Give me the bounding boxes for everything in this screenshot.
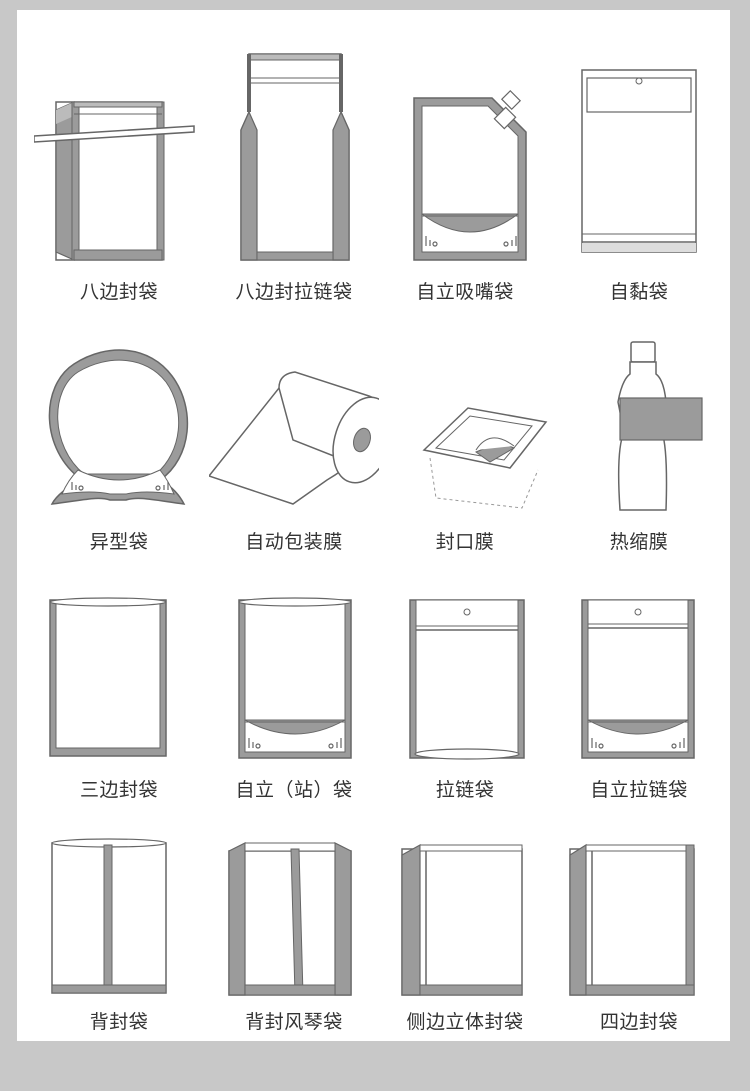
label-three-side-seal: 三边封袋: [79, 779, 158, 801]
label-zipper: 拉链袋: [435, 779, 495, 801]
item-three-side-seal: 三边封袋: [34, 548, 204, 801]
stand-up-spout-bag-icon: [413, 89, 527, 261]
label-stand-up: 自立（站）袋: [235, 779, 353, 801]
item-shaped: 异型袋: [34, 300, 204, 553]
eight-side-seal-bag-icon: [34, 101, 195, 261]
four-side-seal-bag-icon: [569, 843, 695, 996]
three-side-seal-bag-icon: [49, 597, 167, 757]
tray-seal-film-icon: [422, 407, 548, 509]
back-seal-gusset-bag-icon: [228, 842, 352, 996]
label-eight-side-seal: 八边封袋: [79, 281, 158, 303]
label-auto-pack-film: 自动包装膜: [245, 531, 343, 553]
item-stand-up-zipper: 自立拉链袋: [554, 548, 724, 801]
label-shaped: 异型袋: [89, 531, 149, 553]
item-back-seal-gusset: 背封风琴袋: [209, 785, 379, 1035]
zipper-bag-icon: [409, 599, 525, 760]
back-seal-bag-icon: [51, 838, 167, 994]
label-side-gusset: 侧边立体封袋: [406, 1011, 524, 1033]
label-back-seal-gusset: 背封风琴袋: [245, 1011, 343, 1033]
item-eight-side-zipper: 八边封拉链袋: [209, 50, 379, 303]
eight-side-zipper-bag-icon: [240, 53, 350, 261]
label-stand-up-spout: 自立吸嘴袋: [416, 281, 514, 303]
bottle-shrink-label-icon: [617, 341, 703, 511]
item-four-side-seal: 四边封袋: [554, 785, 724, 1035]
bag-catalog-panel: 八边封袋 八边封拉链袋 自立吸嘴袋: [17, 10, 730, 1041]
item-side-gusset: 侧边立体封袋: [380, 785, 550, 1035]
item-seal-film: 封口膜: [380, 300, 550, 553]
item-stand-up-spout: 自立吸嘴袋: [380, 50, 550, 303]
item-auto-pack-film: 自动包装膜: [209, 300, 379, 553]
stand-up-zipper-bag-icon: [581, 599, 695, 759]
label-back-seal: 背封袋: [89, 1011, 149, 1033]
side-gusset-bag-icon: [401, 843, 523, 996]
item-shrink-film: 热缩膜: [554, 300, 724, 553]
item-stand-up: 自立（站）袋: [209, 548, 379, 801]
item-zipper: 拉链袋: [380, 548, 550, 801]
stand-up-bag-icon: [238, 597, 352, 759]
film-roll-icon: [209, 371, 379, 505]
label-self-adhesive: 自黏袋: [609, 281, 669, 303]
self-adhesive-bag-icon: [581, 69, 697, 253]
item-eight-side-seal: 八边封袋: [34, 50, 204, 303]
shaped-bag-icon: [48, 349, 189, 505]
label-four-side-seal: 四边封袋: [599, 1011, 678, 1033]
label-shrink-film: 热缩膜: [609, 531, 669, 553]
label-stand-up-zipper: 自立拉链袋: [590, 779, 688, 801]
label-eight-side-zipper: 八边封拉链袋: [235, 281, 353, 303]
label-seal-film: 封口膜: [435, 531, 495, 553]
item-self-adhesive: 自黏袋: [554, 50, 724, 303]
item-back-seal: 背封袋: [34, 785, 204, 1035]
